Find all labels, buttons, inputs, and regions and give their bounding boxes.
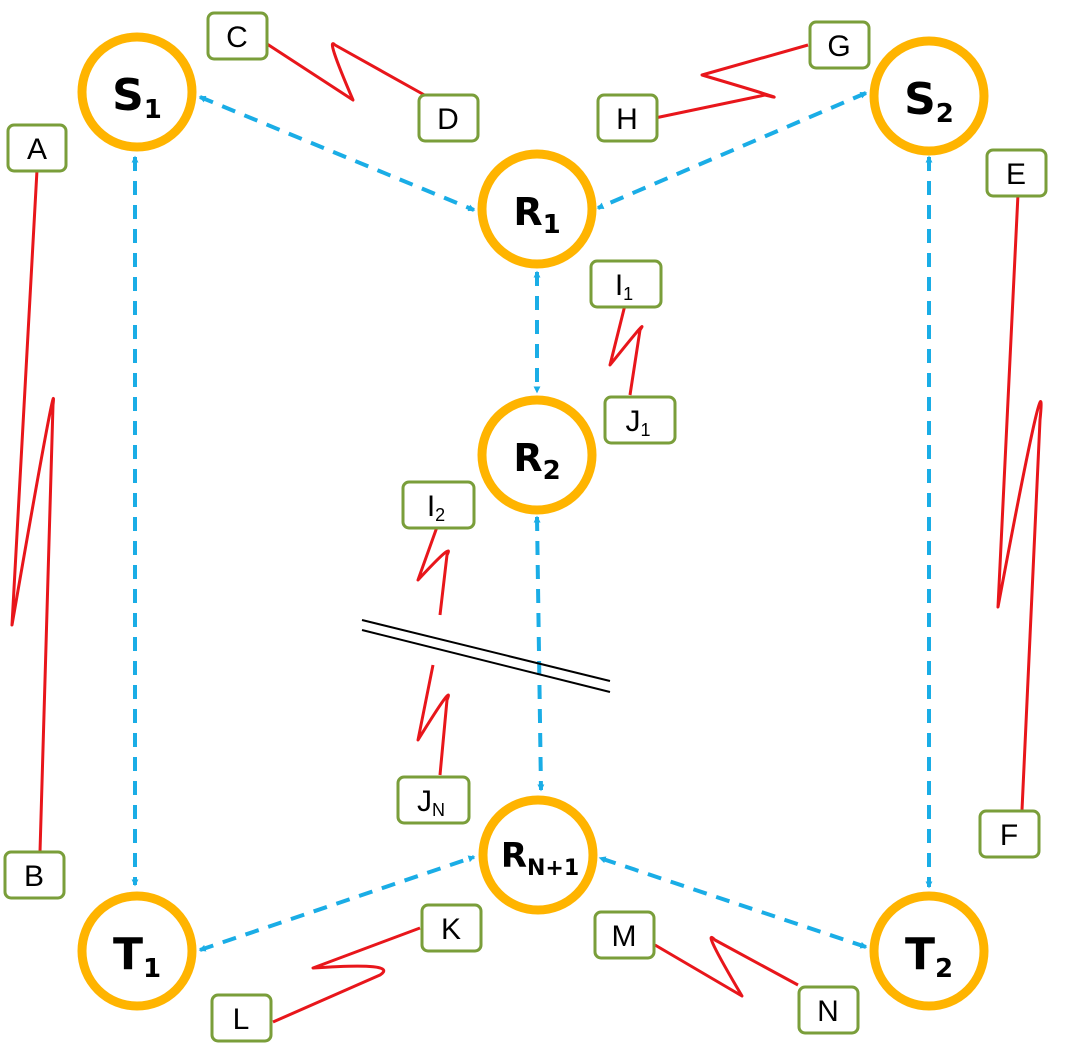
- tag-jn: JN: [396, 775, 471, 825]
- tag-m-label: M: [612, 920, 637, 953]
- node-r1-main: R: [513, 190, 542, 234]
- node-rn1-sub: N+1: [527, 856, 579, 881]
- node-t1: T1: [77, 891, 197, 1011]
- node-r2: R2: [477, 395, 597, 515]
- tag-i1-main: I: [615, 269, 623, 302]
- tag-i2-main: I: [427, 490, 435, 523]
- node-s2-sub: 2: [936, 99, 954, 129]
- link-t1-rn1: [198, 855, 476, 952]
- svg-text:S2: S2: [904, 74, 954, 129]
- svg-text:S1: S1: [112, 70, 162, 125]
- interference-k-l: [272, 926, 421, 1024]
- interference-e-f: [996, 193, 1043, 811]
- interference-c-d: [263, 40, 429, 102]
- tag-i2-sub: 2: [435, 505, 445, 525]
- tag-j1-main: J: [625, 405, 640, 438]
- break-line-bottom: [361, 629, 611, 693]
- link-s2-r1: [596, 91, 868, 210]
- node-t2-sub: 2: [935, 954, 953, 984]
- svg-text:T1: T1: [113, 929, 161, 984]
- link-arrows: [131, 91, 933, 952]
- node-r2-main: R: [513, 436, 542, 480]
- node-r1-sub: 1: [543, 210, 561, 240]
- svg-text:I2: I2: [427, 490, 445, 525]
- tag-c: C: [206, 11, 269, 61]
- tag-e: E: [985, 148, 1048, 198]
- tag-a: A: [6, 123, 68, 173]
- tag-j1: J1: [603, 395, 677, 445]
- tags: A B C D E F G H: [3, 11, 1048, 1043]
- node-t1-main: T: [113, 929, 143, 980]
- tag-j1-sub: 1: [640, 420, 650, 440]
- tag-l-label: L: [233, 1003, 250, 1036]
- interference-m-n: [654, 935, 799, 998]
- svg-text:R1: R1: [513, 190, 560, 240]
- nodes: S1 S2 R1 R2 RN+1 T1 T2: [77, 32, 989, 1011]
- tag-k: K: [420, 903, 483, 953]
- tag-d-label: D: [437, 103, 459, 136]
- node-rn1-main: R: [501, 836, 527, 876]
- svg-text:R2: R2: [513, 436, 560, 486]
- node-r1: R1: [477, 149, 597, 269]
- tag-a-label: A: [27, 133, 47, 166]
- tag-i2: I2: [401, 480, 476, 530]
- interference-jn: [416, 664, 450, 776]
- tag-b-label: B: [24, 860, 44, 893]
- node-s1-main: S: [112, 70, 144, 121]
- link-r2-rn1: [533, 515, 545, 792]
- interference-i2: [416, 526, 450, 616]
- tag-g-label: G: [827, 30, 850, 63]
- svg-text:JN: JN: [417, 785, 445, 820]
- node-r2-sub: 2: [543, 456, 561, 486]
- svg-text:RN+1: RN+1: [501, 836, 579, 881]
- tag-jn-main: J: [417, 785, 432, 818]
- tag-l: L: [210, 993, 273, 1043]
- node-s2: S2: [869, 36, 989, 156]
- tag-h: H: [596, 93, 659, 143]
- tag-m: M: [593, 910, 656, 960]
- tag-jn-sub: N: [432, 800, 445, 820]
- svg-text:T2: T2: [905, 929, 953, 984]
- tag-n-label: N: [817, 995, 839, 1028]
- node-t1-sub: 1: [143, 954, 161, 984]
- tag-n: N: [797, 985, 860, 1035]
- tag-g: G: [808, 20, 871, 70]
- interference-links: [10, 40, 1043, 1024]
- link-s1-r1: [198, 95, 476, 212]
- node-t2: T2: [869, 891, 989, 1011]
- tag-f: F: [978, 809, 1041, 859]
- svg-text:I1: I1: [615, 269, 633, 304]
- tag-c-label: C: [226, 21, 248, 54]
- svg-text:J1: J1: [625, 405, 650, 440]
- tag-b: B: [3, 850, 66, 900]
- tag-h-label: H: [616, 103, 638, 136]
- node-s2-main: S: [904, 74, 936, 125]
- interference-i1-j1: [608, 304, 644, 396]
- node-s1-sub: 1: [144, 95, 162, 125]
- node-rn1: RN+1: [478, 795, 598, 915]
- interference-g-h: [654, 43, 809, 120]
- node-s1: S1: [77, 32, 197, 152]
- tag-k-label: K: [441, 913, 461, 946]
- tag-f-label: F: [1000, 819, 1018, 852]
- interference-a-b: [10, 169, 55, 853]
- tag-d: D: [417, 93, 480, 143]
- tag-e-label: E: [1006, 158, 1026, 191]
- node-t2-main: T: [905, 929, 935, 980]
- break-mark: [361, 619, 611, 693]
- tag-i1-sub: 1: [623, 284, 633, 304]
- tag-i1: I1: [589, 259, 663, 309]
- break-line-top: [361, 619, 611, 682]
